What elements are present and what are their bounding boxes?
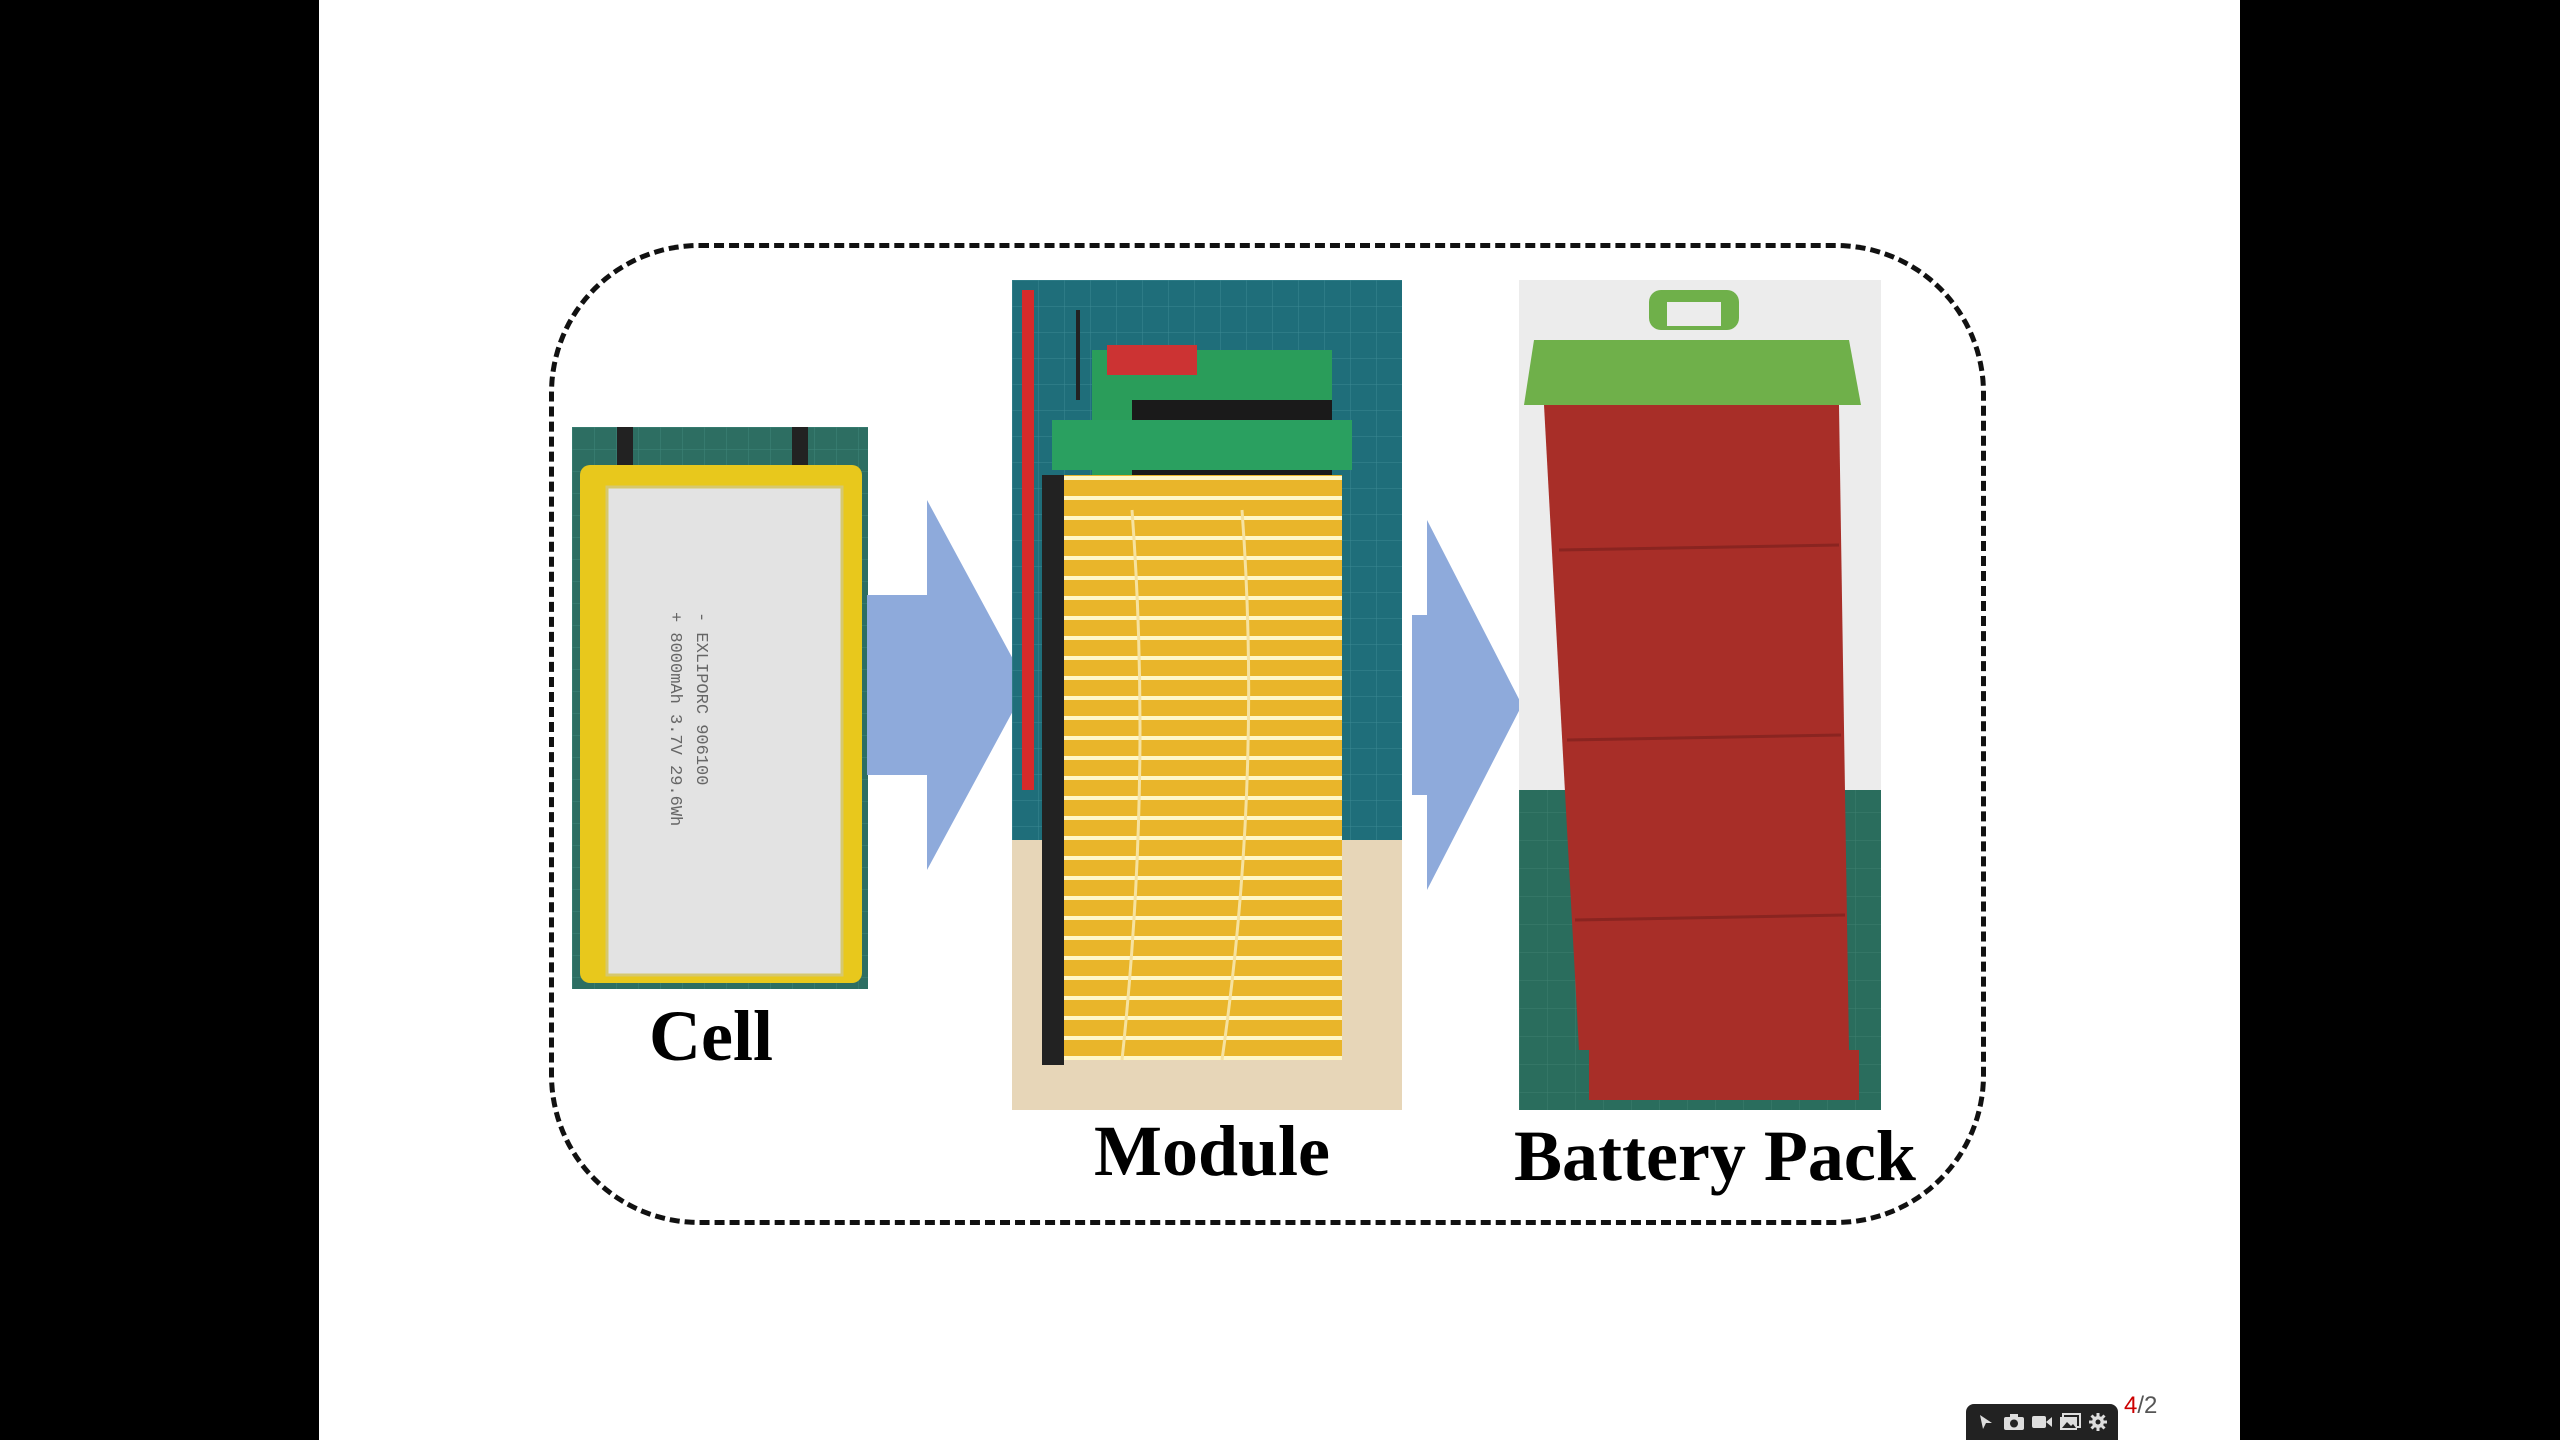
cell-photo: - EXLIPORC 906100 + 8000mAh 3.7V 29.6Wh (572, 427, 868, 989)
arrow-right-icon (867, 500, 1027, 870)
dashed-frame (549, 243, 1986, 1225)
gear-icon[interactable] (2086, 1410, 2110, 1434)
module-photo (1012, 280, 1402, 1110)
cell-illustration (572, 427, 868, 989)
pointer-icon[interactable] (1974, 1410, 1998, 1434)
gallery-icon[interactable] (2058, 1410, 2082, 1434)
cell-print-line1: - EXLIPORC 906100 (691, 612, 710, 786)
module-illustration (1012, 280, 1402, 1110)
page-separator: / (2137, 1392, 2145, 1419)
battery-pack-photo (1519, 280, 1881, 1110)
module-label: Module (1094, 1111, 1331, 1191)
battery-pack-label: Battery Pack (1514, 1116, 1916, 1196)
slide: - EXLIPORC 906100 + 8000mAh 3.7V 29.6Wh (319, 0, 2240, 1440)
page-current: 4 (2124, 1392, 2138, 1419)
battery-pack-illustration (1519, 280, 1881, 1110)
page-indicator: 4/2 (2124, 1392, 2157, 1420)
page-total: 2 (2144, 1392, 2158, 1419)
arrow-right-icon (1412, 520, 1522, 890)
cell-label: Cell (649, 996, 773, 1076)
viewer-toolbar (1966, 1404, 2118, 1440)
cell-print-line2: + 8000mAh 3.7V 29.6Wh (665, 612, 684, 827)
camera-icon[interactable] (2002, 1410, 2026, 1434)
video-icon[interactable] (2030, 1410, 2054, 1434)
